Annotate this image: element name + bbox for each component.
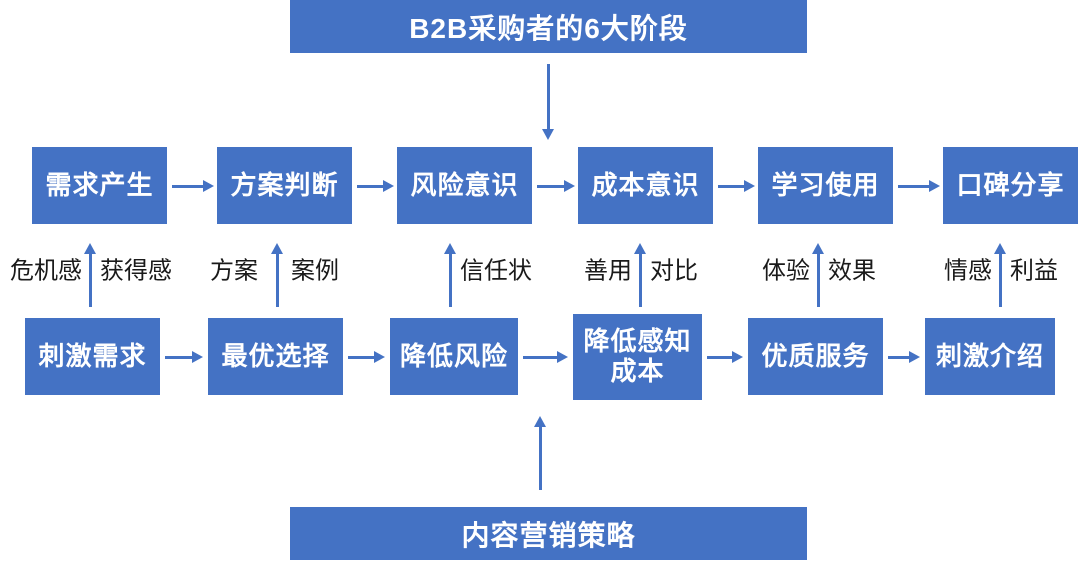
- strategy-banner: 内容营销策略: [290, 507, 807, 560]
- arrow-right-icon: [898, 180, 940, 192]
- mediator-left-label: 体验: [762, 257, 810, 285]
- arrow-right-icon: [718, 180, 755, 192]
- mediator-right-label: 获得感: [100, 257, 172, 285]
- arrow-right-icon: [888, 351, 920, 363]
- mediator-right-label: 对比: [650, 257, 698, 285]
- arrow-up-icon: [534, 416, 546, 490]
- mediator-left-label: 方案: [210, 257, 258, 285]
- mediator-right-label: 利益: [1010, 257, 1058, 285]
- strategy-label-4: 降低感知成本: [583, 326, 692, 386]
- mediator-right-label: 效果: [828, 257, 876, 285]
- strategy-label-6: 刺激介绍: [935, 340, 1044, 371]
- stage-label-2: 方案判断: [230, 169, 339, 200]
- mediator-left-label: 善用: [584, 257, 632, 285]
- arrow-up-icon: [634, 243, 646, 307]
- arrow-head: [534, 416, 546, 427]
- arrow-right-icon: [537, 180, 575, 192]
- arrow-up-icon: [812, 243, 824, 307]
- strategy-box-5: 优质服务: [748, 318, 883, 395]
- arrow-right-icon: [523, 351, 568, 363]
- strategy-label-5: 优质服务: [761, 340, 870, 371]
- arrow-right-icon: [707, 351, 743, 363]
- stage-label-4: 成本意识: [591, 169, 700, 200]
- mediator-right-label: 信任状: [460, 257, 532, 285]
- arrow-right-icon: [348, 351, 385, 363]
- stage-box-6: 口碑分享: [943, 147, 1078, 224]
- stage-box-5: 学习使用: [758, 147, 893, 224]
- title-banner-label: B2B采购者的6大阶段: [409, 12, 688, 44]
- stage-label-6: 口碑分享: [956, 169, 1065, 200]
- arrow-up-icon: [994, 243, 1006, 307]
- arrow-down-icon: [542, 64, 554, 140]
- arrow-up-icon: [271, 243, 283, 307]
- stage-label-5: 学习使用: [771, 169, 880, 200]
- mediator-left-label: 情感: [944, 257, 992, 285]
- strategy-label-2: 最优选择: [221, 340, 330, 371]
- stage-label-3: 风险意识: [410, 169, 519, 200]
- strategy-box-4: 降低感知成本: [573, 314, 702, 400]
- strategy-label-3: 降低风险: [399, 340, 508, 371]
- arrow-line: [538, 427, 542, 490]
- arrow-right-icon: [165, 351, 203, 363]
- strategy-box-6: 刺激介绍: [925, 318, 1055, 395]
- stage-label-1: 需求产生: [45, 169, 154, 200]
- stage-box-4: 成本意识: [578, 147, 713, 224]
- strategy-banner-label: 内容营销策略: [461, 519, 636, 551]
- arrow-right-icon: [357, 180, 394, 192]
- arrow-head: [542, 129, 554, 140]
- mediator-left-label: 危机感: [10, 257, 82, 285]
- arrow-up-icon: [84, 243, 96, 307]
- arrow-right-icon: [172, 180, 214, 192]
- arrow-line: [546, 64, 550, 129]
- mediator-right-label: 案例: [291, 257, 339, 285]
- strategy-box-1: 刺激需求: [25, 318, 160, 395]
- stage-box-1: 需求产生: [32, 147, 167, 224]
- strategy-box-3: 降低风险: [390, 318, 518, 395]
- arrow-up-icon: [444, 243, 456, 307]
- title-banner: B2B采购者的6大阶段: [290, 0, 807, 53]
- strategy-label-1: 刺激需求: [38, 340, 147, 371]
- stage-box-3: 风险意识: [397, 147, 532, 224]
- stage-box-2: 方案判断: [217, 147, 352, 224]
- strategy-box-2: 最优选择: [208, 318, 343, 395]
